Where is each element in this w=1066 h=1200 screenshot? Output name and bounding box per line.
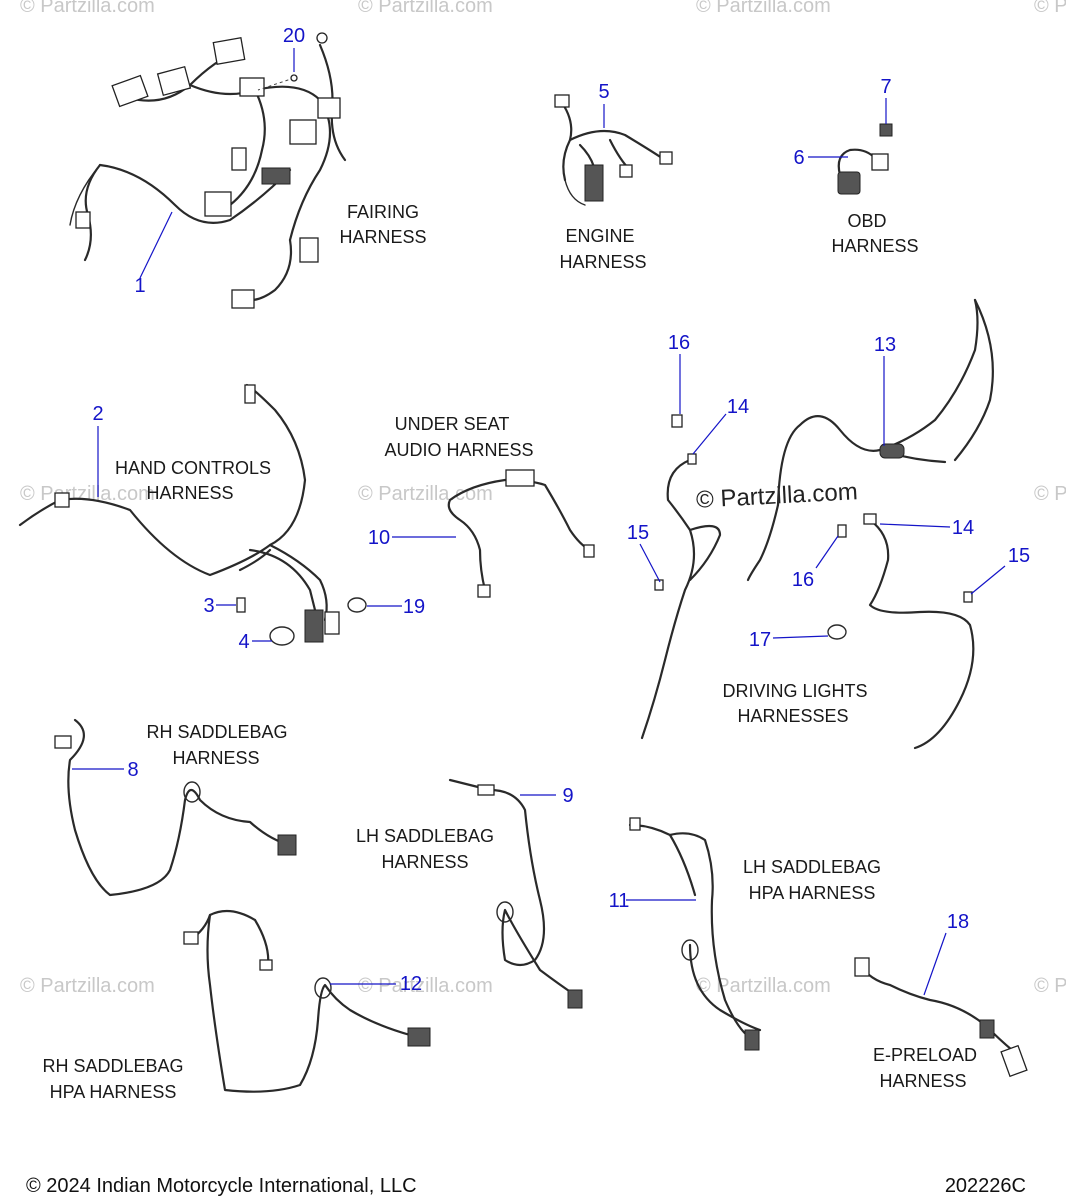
obd-harness-label: HARNESS [831, 236, 918, 256]
watermark: © Partzilla.com [1034, 483, 1066, 505]
driving-lights-label: DRIVING LIGHTS [722, 681, 867, 701]
callout-3: 3 [203, 595, 214, 617]
e-preload-harness [854, 957, 1028, 1078]
callout-20: 20 [283, 25, 305, 47]
callout-16b: 16 [792, 569, 814, 591]
obd-harness-label: OBD [847, 211, 886, 231]
watermark: © Partzilla.com [696, 975, 831, 997]
watermark: © Partzilla.com [696, 0, 831, 17]
callout-18: 18 [947, 911, 969, 933]
leader-line [139, 211, 173, 279]
watermark: © Partzilla.com [20, 975, 155, 997]
callout-5: 5 [598, 81, 609, 103]
lh-saddlebag-hpa-harness [628, 817, 762, 1051]
driving-lights-harnesses [640, 298, 994, 750]
lh-saddlebag-label: LH SADDLEBAG [356, 826, 494, 846]
leader-line [923, 932, 947, 996]
rh-hpa-label: HPA HARNESS [50, 1082, 177, 1102]
clip-part [236, 597, 246, 613]
watermark: © Partzilla.com [20, 0, 155, 17]
leader-line [772, 635, 829, 639]
hand-controls-label: HAND CONTROLS [115, 458, 271, 478]
driving-lights-label: HARNESSES [737, 706, 848, 726]
callout-17: 17 [749, 629, 771, 651]
callout-16a: 16 [668, 332, 690, 354]
engine-harness [554, 94, 673, 206]
copyright-text: © 2024 Indian Motorcycle International, … [26, 1175, 417, 1197]
hand-controls-label: HARNESS [146, 483, 233, 503]
under-seat-label: UNDER SEAT [395, 414, 510, 434]
callout-15b: 15 [1008, 545, 1030, 567]
watermark: © Partzilla.com [358, 0, 493, 17]
engine-harness-label: ENGINE [565, 226, 634, 246]
callout-15a: 15 [627, 522, 649, 544]
leader-line [815, 535, 839, 569]
watermark: © Partzilla.com [358, 975, 493, 997]
under-seat-label: AUDIO HARNESS [384, 440, 533, 460]
rh-saddlebag-harness [54, 718, 297, 897]
fairing-harness-label: HARNESS [339, 227, 426, 247]
e-preload-label: HARNESS [879, 1071, 966, 1091]
callout-1: 1 [134, 275, 145, 297]
callout-4: 4 [238, 631, 249, 653]
watermarks: © Partzilla.com © Partzilla.com © Partzi… [20, 0, 1066, 997]
callout-8: 8 [127, 759, 138, 781]
callout-13: 13 [874, 334, 896, 356]
callout-14a: 14 [727, 396, 749, 418]
e-preload-label: E-PRELOAD [873, 1045, 977, 1065]
callout-10: 10 [368, 527, 390, 549]
under-seat-audio-harness [447, 469, 595, 598]
callout-7: 7 [880, 76, 891, 98]
callout-14b: 14 [952, 517, 974, 539]
cable-tie-part [269, 626, 295, 646]
watermark: © Partzilla.com [1034, 0, 1066, 17]
rh-hpa-label: RH SADDLEBAG [42, 1056, 183, 1076]
callout-19: 19 [403, 596, 425, 618]
lh-saddlebag-harness [448, 778, 583, 1009]
leader-line [692, 413, 727, 455]
watermark: © Partzilla.com [1034, 975, 1066, 997]
fairing-harness [69, 32, 347, 309]
watermark: © Partzilla.com [358, 483, 493, 505]
drawing-number: 202226C [945, 1175, 1026, 1197]
leader-line [639, 543, 661, 583]
callout-11: 11 [609, 890, 630, 912]
lh-hpa-label: LH SADDLEBAG [743, 857, 881, 877]
rh-saddlebag-label: HARNESS [172, 748, 259, 768]
watermark: © Partzilla.com [20, 483, 155, 505]
leader-line [970, 565, 1006, 595]
leader-line [879, 523, 951, 528]
lh-saddlebag-label: HARNESS [381, 852, 468, 872]
callout-6: 6 [793, 147, 804, 169]
rh-saddlebag-hpa-harness [183, 909, 431, 1093]
rh-saddlebag-label: RH SADDLEBAG [146, 722, 287, 742]
engine-harness-label: HARNESS [559, 252, 646, 272]
obd-harness [837, 123, 893, 195]
hand-controls-harness [18, 383, 340, 643]
grommet-part [347, 597, 367, 613]
callout-9: 9 [562, 785, 573, 807]
callout-12: 12 [400, 973, 422, 995]
lh-hpa-label: HPA HARNESS [749, 883, 876, 903]
fairing-harness-label: FAIRING [347, 202, 419, 222]
callout-2: 2 [92, 403, 103, 425]
